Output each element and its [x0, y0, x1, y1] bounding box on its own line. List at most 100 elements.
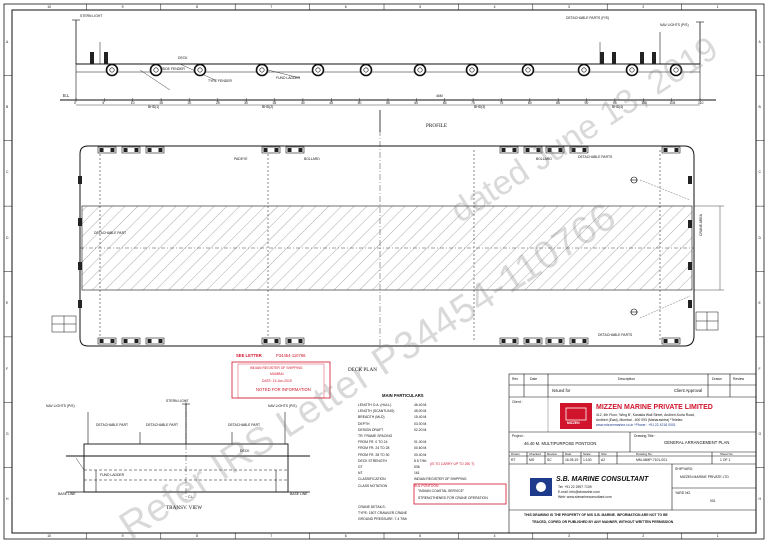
tyre-fender: [311, 63, 325, 77]
particular-value: 8.5 T/M²: [414, 458, 427, 463]
meta-header-6: Drawing No.: [636, 451, 653, 456]
consultant-name: S.B. MARINE CONSULTANT: [556, 476, 649, 483]
padeye: [630, 308, 638, 316]
meta-value-0: RT: [511, 457, 516, 462]
profile-bl-label: B.L: [63, 93, 70, 98]
side-bitt: [688, 176, 692, 184]
deck-bollard: [121, 146, 141, 154]
shipyard-value: MIZZEN MARINE PRIVATE LTD: [680, 475, 729, 479]
border-col-bottom-1: 1: [716, 533, 719, 538]
deck-bollards: [78, 146, 692, 345]
border-row-right-F: F: [758, 366, 761, 371]
bollard-profile: [612, 52, 616, 64]
deck-bollard: [97, 146, 117, 154]
stamp-see-letter: SEE LETTER: [236, 353, 262, 358]
class-box-line-1: "INDIAN COASTAL SERVICE": [418, 489, 465, 493]
border-col-bottom-3: 3: [568, 533, 570, 538]
frame-number-50: 50: [357, 100, 362, 105]
transv-detachable-part-label-1: DETACHABLE PART: [96, 423, 129, 427]
particular-value: 45.00 M.: [414, 409, 428, 414]
border-row-left-E: E: [6, 301, 9, 306]
side-bitt: [78, 262, 82, 270]
meta-header-2: Review: [547, 451, 557, 456]
meta-value-3: 16.05.19: [565, 457, 579, 462]
particular-key: LENGTH (SCANTLING): [358, 409, 395, 414]
border-col-bottom-2: 2: [642, 533, 645, 538]
frame-number-80: 80: [527, 100, 532, 105]
deck-crane-area-label: CRANE AREA: [699, 214, 703, 236]
frame-number-75: 75: [499, 100, 504, 105]
border-row-right-D: D: [758, 235, 761, 240]
border-col-top-2: 2: [642, 4, 645, 9]
deck-detachable-parts-lower-label: DETACHABLE PARTS: [598, 333, 633, 337]
border-col-bottom-7: 7: [270, 533, 273, 538]
frame-number-70: 70: [471, 100, 475, 105]
tyre-fender: [413, 63, 427, 77]
frame-number-105: 105: [669, 100, 676, 105]
crane-heading: CRANE DETAILS:: [358, 505, 386, 509]
frame-number-45: 45: [329, 100, 334, 105]
border-row-right-A: A: [758, 39, 761, 44]
rev-header-rev: Rev: [512, 377, 519, 381]
stamp-org: INDIAN REGISTER OF SHIPPING: [250, 366, 303, 370]
deck-bollard: [661, 146, 681, 154]
meta-value-7: 1 OF 1: [720, 457, 731, 462]
tyre-fender: [625, 63, 639, 77]
bollard-profile: [640, 52, 644, 64]
bollard-profile: [652, 52, 656, 64]
deck-bollard: [499, 337, 519, 345]
bollard-profile: [90, 52, 94, 64]
profile-dim-mid: 46M: [436, 94, 443, 98]
side-bitt: [688, 262, 692, 270]
meta-value-5: A2: [601, 457, 606, 462]
particular-value: 02.20 M.: [414, 427, 428, 432]
transv-title: TRANSV. VIEW: [166, 505, 203, 511]
frame-number-10: 10: [130, 100, 135, 105]
deck-plan-view: [79, 130, 724, 350]
deck-bollard-label-right: BOLLARD: [536, 157, 552, 161]
yard-no-label: YARD NO.: [675, 491, 692, 495]
transv-nav-lights-label: NAV LIGHTS (P/S): [46, 404, 75, 408]
profile-deck-label: DECK: [178, 56, 188, 60]
border-col-top-9: 9: [121, 4, 124, 9]
profile-tyre-fender-label: TYRE FENDER: [208, 79, 232, 83]
particular-key: FROM FR. 28 TO 30: [358, 452, 390, 457]
profile-ladder-label: FUND LADDER: [276, 76, 301, 80]
consultant-web: Web: www.sbmarineconsultant.com: [558, 495, 612, 499]
consultant-tel: Tel: +91 22 2597 7109: [558, 485, 592, 489]
border-row-right-G: G: [758, 431, 762, 436]
side-bitt: [78, 300, 82, 308]
border-col-bottom-5: 5: [419, 533, 422, 538]
transv-detachable-part-label-3: DETACHABLE PART: [228, 423, 261, 427]
particular-value: 536: [414, 465, 420, 469]
border-col-bottom-6: 6: [344, 533, 347, 538]
profile-frame-ticks: [75, 98, 701, 102]
frame-number-25: 25: [215, 100, 220, 105]
frame-number-90: 90: [584, 100, 589, 105]
border-col-top-6: 6: [344, 4, 347, 9]
frame-number-55: 55: [386, 100, 390, 105]
particular-value: INDIAN REGISTER OF SHIPPING: [414, 477, 467, 482]
frame-number-85: 85: [556, 100, 560, 105]
bollard-profile: [104, 52, 108, 64]
disclaimer-line-1: THIS DRAWING IS THE PROPERTY OF M/S S.B.…: [524, 513, 668, 517]
crane-pressure: GROUND PRESSURE: 7.4 T/M²: [358, 517, 408, 521]
particular-value: 03.00 M.: [414, 421, 428, 426]
particular-value: 01.00 M.: [414, 440, 428, 445]
class-box-line-2: STRENGTHENED FOR CRANE OPERATION: [418, 496, 488, 500]
stamp-letter-no: P34454-110766: [276, 353, 306, 358]
border-col-top-7: 7: [270, 4, 273, 9]
particular-value: 00.60 M.: [414, 446, 428, 451]
particular-key: NT: [358, 471, 363, 476]
meta-header-4: Scale: [583, 451, 591, 456]
deck-bollard: [261, 337, 281, 345]
meta-value-2: SC: [547, 457, 552, 462]
deck-bollard: [285, 337, 305, 345]
meta-value-6: MM-46MP-7101-001: [636, 457, 668, 462]
shipyard-label: SHIPYARD:: [675, 467, 694, 471]
mizzen-logo: [560, 403, 592, 429]
transv-cl-label: C.L: [188, 495, 194, 499]
stamp-note: NOTED FOR INFORMATION: [256, 387, 311, 392]
address-line-1: 412, 4th Floor, 'Wing B', Kanakia Wall S…: [596, 413, 695, 417]
